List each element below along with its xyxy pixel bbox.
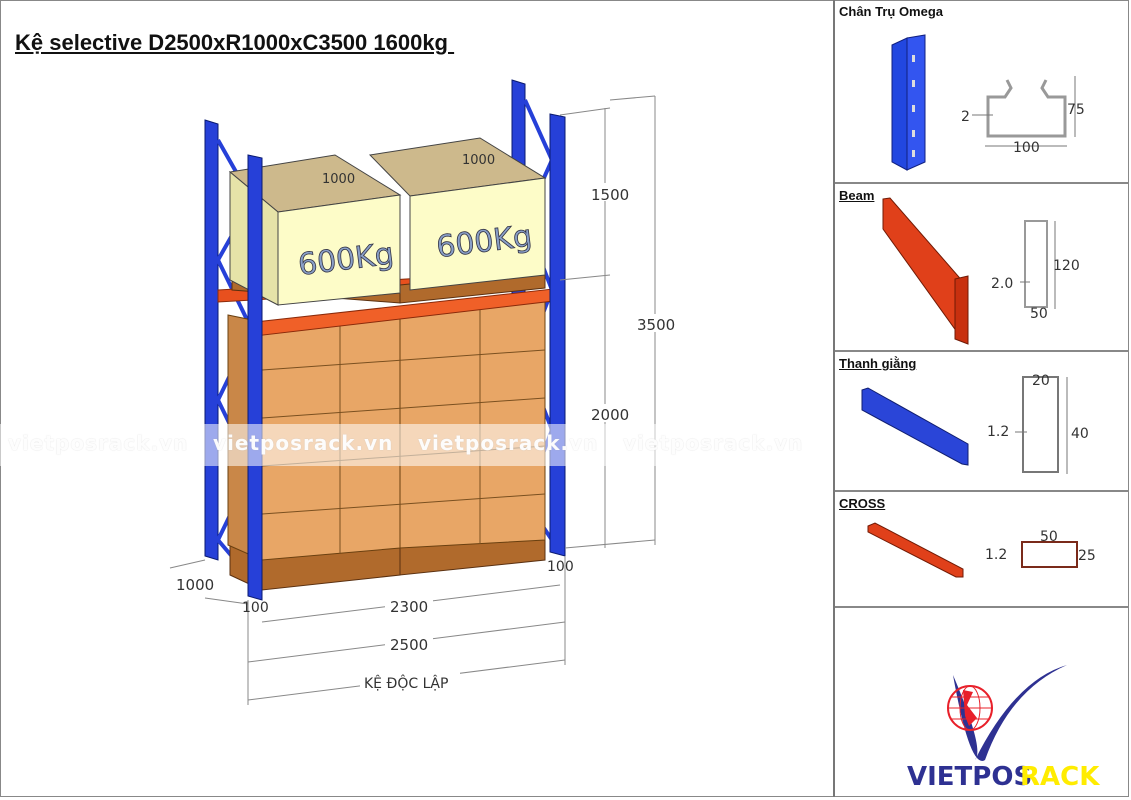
part-brace: Thanh giằng 20 1.2 40 (835, 352, 1129, 492)
brace-thickness: 1.2 (987, 424, 1009, 440)
load-box-right (368, 137, 547, 291)
part-upright-label: Chân Trụ Omega (839, 4, 944, 19)
vietpos-logo: VIETPOS RACK (835, 610, 1131, 796)
upright-front-right (549, 113, 566, 557)
part-cross-label: CROSS (839, 496, 886, 511)
beam-width: 50 (1030, 306, 1048, 322)
watermark-text: vietposrack.vn (623, 431, 804, 455)
box-width-right: 1000 (462, 153, 495, 168)
box-width-left: 1000 (322, 172, 355, 187)
logo-text-vietpos: VIETPOS (907, 762, 1032, 792)
dim-clear-width: 2300 (390, 598, 428, 616)
dim-upright-right: 100 (547, 559, 574, 575)
dim-upright-left: 100 (242, 600, 269, 616)
watermark-text: vietposrack.vn (213, 431, 394, 455)
watermark-text: vietposrack.vn (8, 431, 189, 455)
cross-thickness: 1.2 (985, 547, 1007, 563)
cross-width: 50 (1040, 529, 1058, 545)
brace-drawing: 20 1.2 40 (861, 373, 1089, 474)
upright-drawing: 2 75 100 (891, 34, 1085, 171)
load-box-left (228, 154, 402, 306)
dim-depth: 1000 (176, 576, 214, 594)
part-beam: Beam 2.0 120 50 (835, 184, 1129, 352)
part-beam-label: Beam (839, 188, 875, 203)
upright-width: 100 (1013, 140, 1040, 156)
upright-depth: 75 (1067, 102, 1085, 118)
logo-text-rack: RACK (1020, 762, 1100, 792)
beam-thickness: 2.0 (991, 276, 1013, 292)
drawing-title: Kệ selective D2500xR1000xC3500 1600kg (15, 30, 455, 55)
dim-lower-height: 2000 (591, 406, 629, 424)
beam-drawing: 2.0 120 50 (882, 197, 1080, 345)
logo-mark: VIETPOS RACK (907, 665, 1100, 792)
dim-upper-height: 1500 (591, 186, 629, 204)
dim-total-height: 3500 (637, 316, 675, 334)
part-brace-label: Thanh giằng (839, 356, 917, 371)
watermark-band: vietposrack.vn vietposrack.vn vietposrac… (0, 424, 833, 466)
upright-back-left (204, 119, 219, 561)
part-cross: CROSS 50 1.2 25 (835, 492, 1129, 608)
cross-drawing: 50 1.2 25 (867, 522, 1096, 578)
brace-width: 20 (1032, 373, 1050, 389)
watermark-text: vietposrack.vn (418, 431, 599, 455)
upright-thickness: 2 (961, 109, 970, 125)
brace-height: 40 (1071, 426, 1089, 442)
dim-total-width: 2500 (390, 636, 428, 654)
bay-label: KỆ ĐỘC LẬP (364, 674, 448, 692)
rack-illustration: 600Kg 600Kg 1000 1000 1500 2000 3500 100… (169, 79, 675, 705)
beam-height: 120 (1053, 258, 1080, 274)
cross-height: 25 (1078, 548, 1096, 564)
parts-panel: Chân Trụ Omega 2 75 100 Beam 2.0 120 50 … (833, 0, 1129, 797)
upright-front-left (247, 154, 263, 601)
part-upright: Chân Trụ Omega 2 75 100 (835, 0, 1129, 184)
